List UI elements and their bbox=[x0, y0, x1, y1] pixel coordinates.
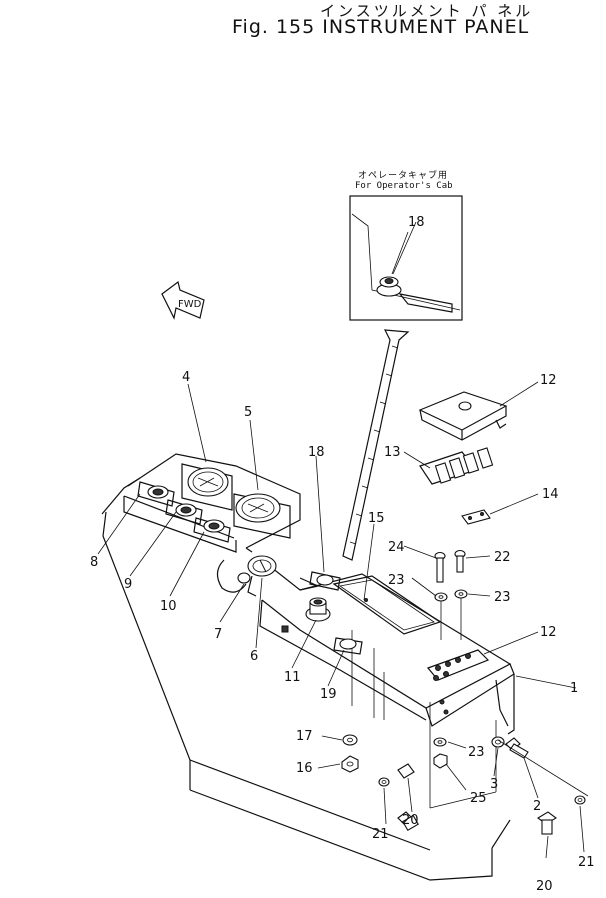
terminal-block bbox=[426, 649, 490, 681]
nut-16 bbox=[341, 755, 359, 773]
callout-20-right: 20 bbox=[536, 879, 553, 894]
callout-3: 3 bbox=[490, 777, 498, 792]
fwd-arrow: FWD bbox=[161, 280, 205, 320]
bolt-20-left bbox=[397, 811, 419, 831]
callout-10: 10 bbox=[160, 599, 177, 614]
indicator-8 bbox=[137, 481, 175, 507]
washer-23-a bbox=[434, 592, 448, 640]
callout-5: 5 bbox=[244, 405, 252, 420]
callout-16: 16 bbox=[296, 761, 313, 776]
lower-leg-line bbox=[497, 739, 589, 797]
callout-15: 15 bbox=[368, 511, 385, 526]
inset-pointer-arrow bbox=[342, 329, 410, 561]
washer-21-right bbox=[574, 795, 586, 805]
instrument-console bbox=[101, 453, 515, 881]
part-7 bbox=[216, 559, 251, 593]
callout-6: 6 bbox=[250, 649, 258, 664]
screw-24 bbox=[434, 551, 446, 583]
callout-7: 7 bbox=[214, 627, 222, 642]
callout-12-cover: 12 bbox=[540, 373, 557, 388]
callout-23-left: 23 bbox=[388, 573, 405, 588]
inset-caption-japanese: オペレータキャブ用 bbox=[358, 171, 449, 181]
callout-20-left: 20 bbox=[402, 813, 419, 828]
bolt-2 bbox=[505, 737, 529, 759]
callout-9: 9 bbox=[124, 577, 132, 592]
callout-23-right: 23 bbox=[494, 590, 511, 605]
plug-18-panel bbox=[309, 571, 341, 591]
washer-17 bbox=[342, 734, 358, 746]
gauge-5 bbox=[233, 493, 291, 539]
callout-labels: 1 2 3 4 5 6 7 8 9 10 11 12 12 13 14 15 1… bbox=[90, 215, 595, 894]
washer-21-left bbox=[378, 777, 390, 787]
plug-19 bbox=[333, 637, 363, 655]
indicator-10 bbox=[193, 517, 231, 543]
switch-11 bbox=[305, 597, 331, 622]
fwd-label: FWD bbox=[178, 299, 202, 310]
callout-1: 1 bbox=[570, 681, 578, 696]
lock-washer-3 bbox=[491, 736, 505, 748]
clip-14 bbox=[461, 509, 491, 525]
figure-title: Fig. 155 INSTRUMENT PANEL bbox=[232, 16, 530, 38]
callout-21-right: 21 bbox=[578, 855, 595, 870]
callout-23-lower: 23 bbox=[468, 745, 485, 760]
inset-caption-english: For Operator's Cab bbox=[355, 181, 453, 191]
callout-21-left: 21 bbox=[372, 827, 389, 842]
callout-11: 11 bbox=[284, 670, 301, 685]
fuse-set-13 bbox=[419, 447, 494, 485]
leader-lines bbox=[97, 221, 585, 859]
callout-24: 24 bbox=[388, 540, 405, 555]
callout-4: 4 bbox=[182, 370, 190, 385]
title-japanese: インスツルメント パ ネル bbox=[320, 2, 534, 20]
cover-12 bbox=[418, 391, 508, 441]
nut-25 bbox=[433, 753, 448, 769]
cover-15 bbox=[332, 575, 442, 635]
gauge-4 bbox=[181, 463, 233, 511]
bolt-20-mid bbox=[397, 763, 415, 779]
screw-22 bbox=[454, 549, 466, 573]
washer-23-b bbox=[454, 589, 468, 640]
callout-22: 22 bbox=[494, 550, 511, 565]
callout-8: 8 bbox=[90, 555, 98, 570]
bolt-20-right bbox=[537, 811, 557, 835]
callout-18-panel: 18 bbox=[308, 445, 325, 460]
inset-operators-cab bbox=[349, 195, 463, 321]
callout-13: 13 bbox=[384, 445, 401, 460]
callout-25: 25 bbox=[470, 791, 487, 806]
callout-17: 17 bbox=[296, 729, 313, 744]
callout-18-inset: 18 bbox=[408, 215, 425, 230]
washer-23-c bbox=[433, 737, 447, 747]
indicator-9 bbox=[165, 499, 203, 525]
starting-switch-6 bbox=[247, 555, 277, 597]
callout-19: 19 bbox=[320, 687, 337, 702]
callout-14: 14 bbox=[542, 487, 559, 502]
callout-2: 2 bbox=[533, 799, 541, 814]
callout-12-panel: 12 bbox=[540, 625, 557, 640]
